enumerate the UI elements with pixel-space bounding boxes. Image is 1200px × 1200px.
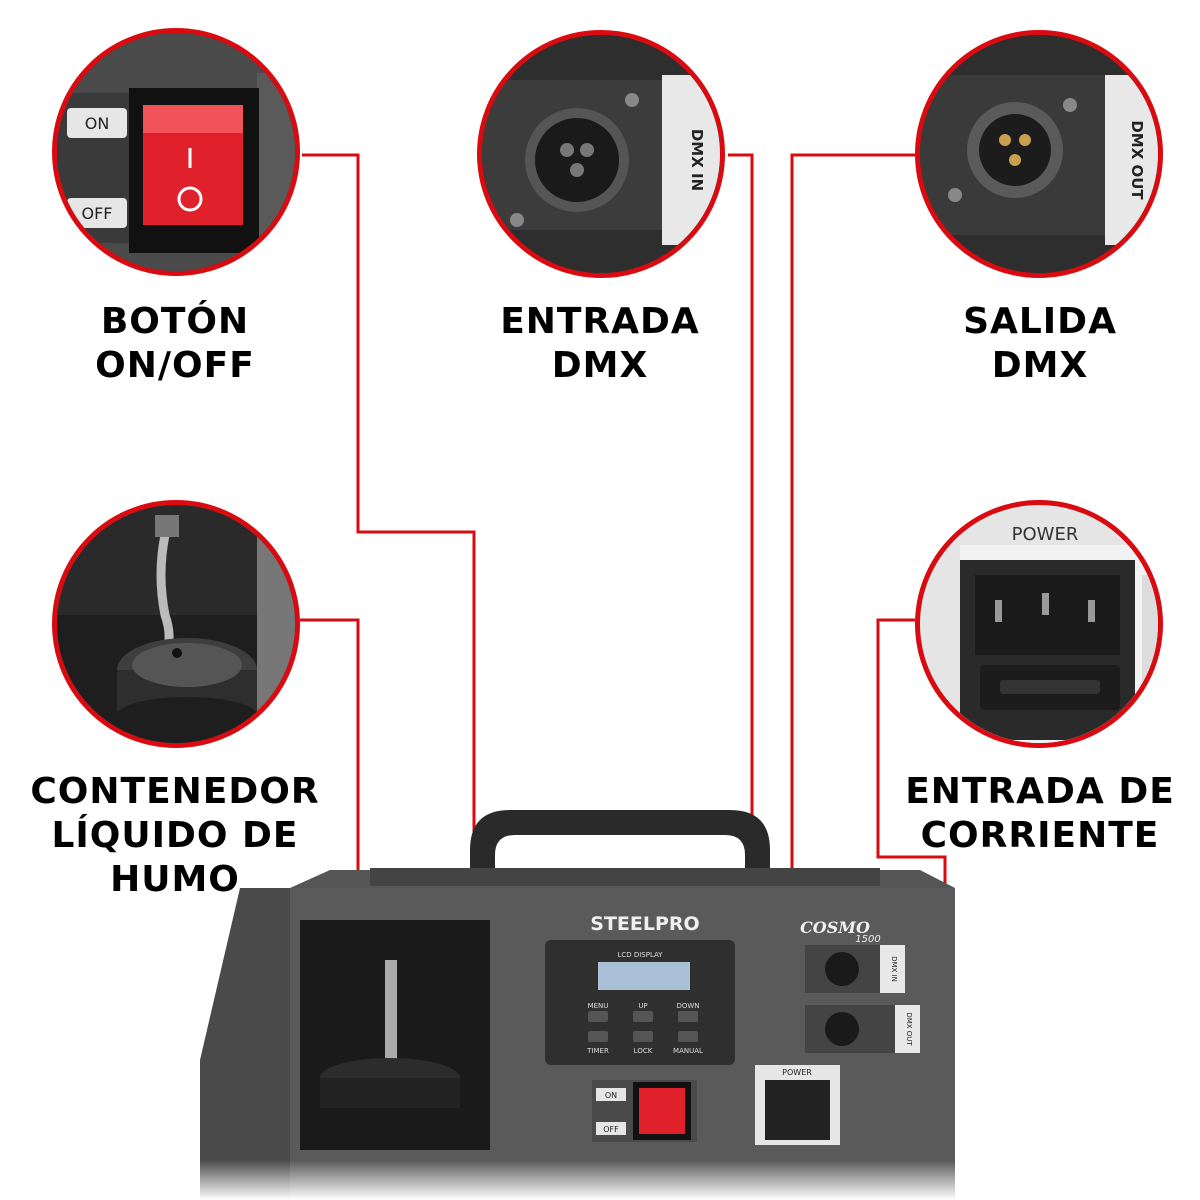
timer-button[interactable] [588, 1031, 608, 1042]
carry-handle [470, 810, 770, 890]
menu-button[interactable] [588, 1011, 608, 1022]
off-label-plate [67, 198, 127, 228]
dmx-in-label: ENTRADA DMX [500, 301, 700, 386]
power-switch-label: BOTÓN ON/OFF [95, 301, 255, 386]
up-button[interactable] [633, 1011, 653, 1022]
brand-logo: STEELPRO [590, 913, 699, 935]
model-number: 1500 [855, 934, 880, 945]
power-inlet-label: ENTRADA DE CORRIENTE [905, 771, 1175, 856]
down-button[interactable] [678, 1011, 698, 1022]
switch-on-label: ON [605, 1091, 617, 1100]
dmx-in-panel-text: DMX IN [688, 129, 706, 191]
lock-label: LOCK [634, 1047, 653, 1055]
dmx-out-port-label: DMX OUT [905, 1012, 913, 1046]
xlr-male-connector [535, 118, 619, 202]
lcd-screen [598, 962, 690, 990]
xlr-female-connector [979, 114, 1051, 186]
switch-off-label: OFF [603, 1125, 619, 1134]
up-label: UP [638, 1002, 647, 1010]
model-logo: COSMO [800, 918, 870, 937]
dmx-out-panel-plate [1105, 75, 1158, 245]
lcd-title: LCD DISPLAY [617, 951, 663, 959]
dmx-out-port[interactable] [825, 1012, 859, 1046]
menu-label: MENU [588, 1002, 609, 1010]
dmx-out-label: SALIDA DMX [963, 301, 1117, 386]
power-port-label: POWER [782, 1068, 812, 1077]
on-text: ON [85, 114, 110, 133]
power-inlet-closeup: POWER [915, 500, 1163, 748]
power-switch-closeup: ON OFF [52, 28, 300, 276]
dmx-in-port-label: DMX IN [890, 956, 898, 982]
fluid-tank-label: CONTENEDOR LÍQUIDO DE HUMO [30, 771, 320, 900]
power-switch[interactable] [639, 1088, 685, 1134]
fluid-tank-closeup [52, 500, 300, 748]
dmx-out-panel-text: DMX OUT [1128, 120, 1146, 200]
dmx-in-closeup: DMX IN [477, 30, 725, 278]
down-label: DOWN [676, 1002, 699, 1010]
lock-button[interactable] [633, 1031, 653, 1042]
on-label-plate [67, 108, 127, 138]
dmx-in-port[interactable] [825, 952, 859, 986]
power-inlet-port[interactable] [765, 1080, 830, 1140]
dmx-out-closeup: DMX OUT [915, 30, 1163, 278]
off-text: OFF [82, 204, 113, 223]
manual-button[interactable] [678, 1031, 698, 1042]
timer-label: TIMER [586, 1047, 609, 1055]
dmx-in-panel-plate [662, 75, 720, 245]
power-panel-text: POWER [1012, 524, 1079, 545]
manual-label: MANUAL [673, 1047, 703, 1055]
